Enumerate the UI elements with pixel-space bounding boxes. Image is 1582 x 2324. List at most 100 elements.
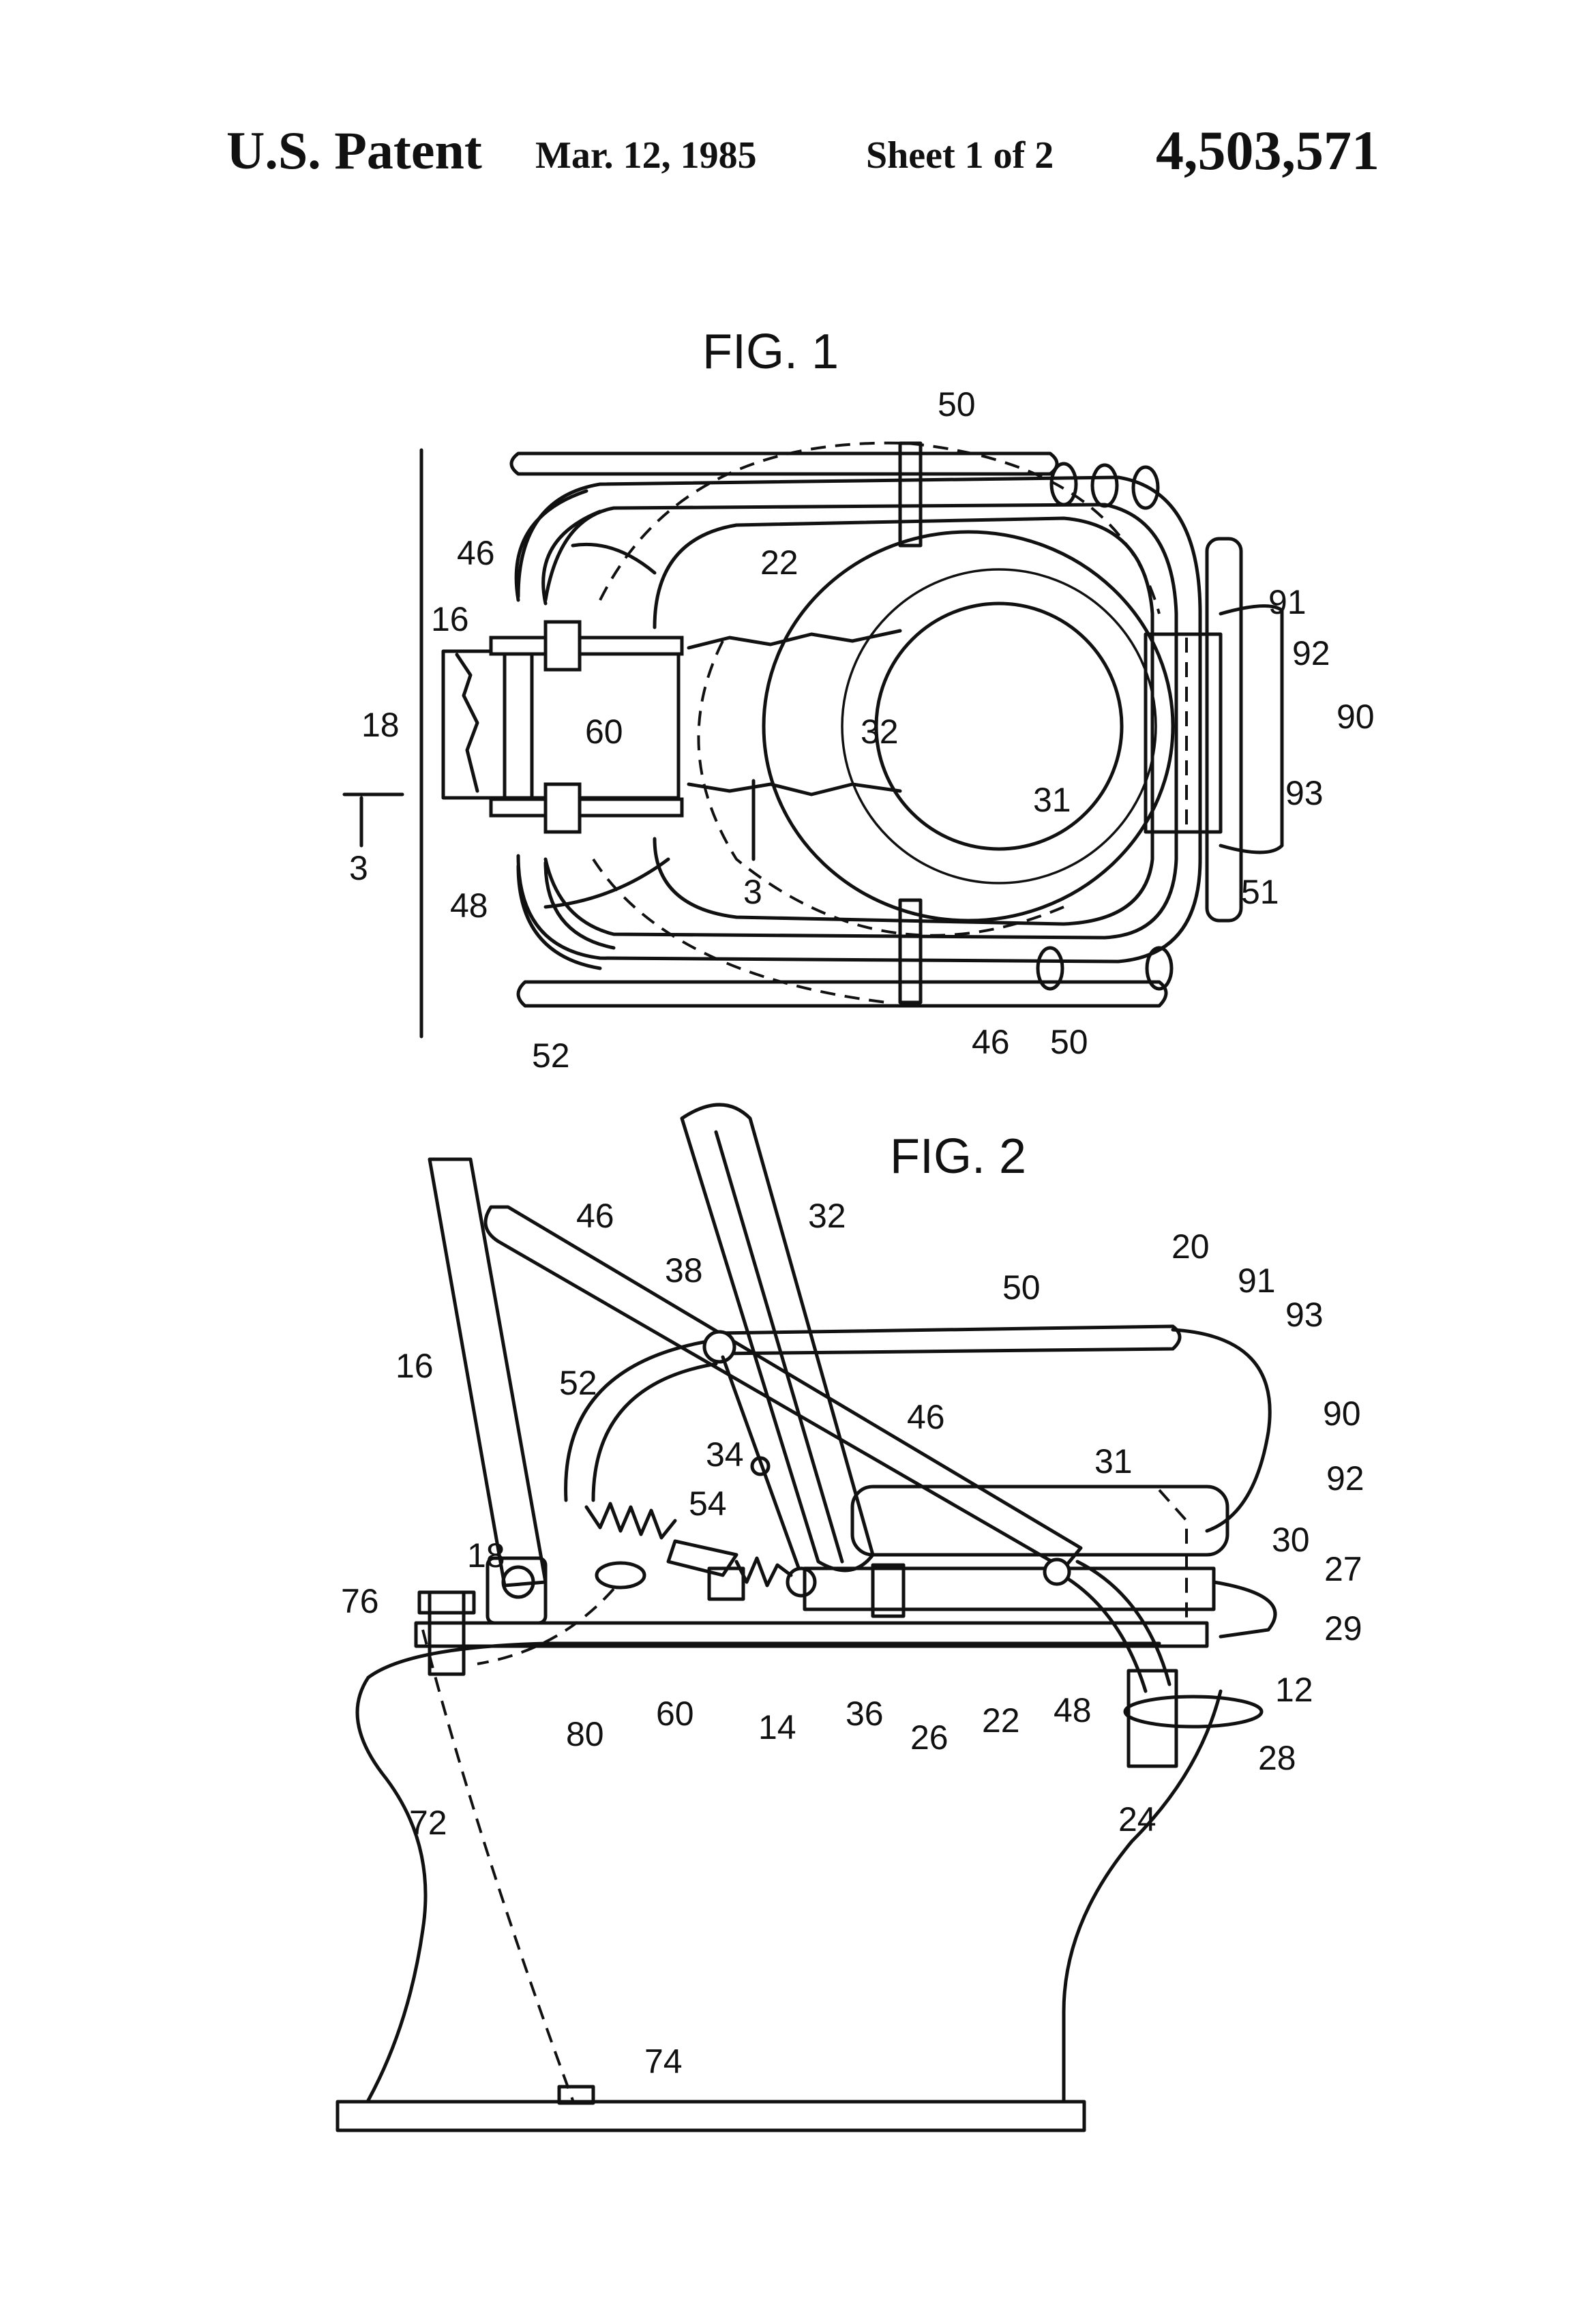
ref-48: 48 [1054,1691,1092,1729]
outer-frame [516,475,1202,964]
ref-16: 16 [431,600,469,638]
strap-90-loop [1219,604,1284,854]
strap-top [898,441,923,548]
ref-27: 27 [1324,1550,1362,1588]
ref-46: 46 [576,1197,614,1235]
ref-76: 76 [341,1582,379,1620]
chain-80 [477,1588,615,1665]
floor-plate [335,2100,1086,2132]
bowl-right-profile [1062,1689,1223,2102]
ref-46-bottom: 46 [972,1023,1010,1061]
pivot-18 [501,1565,535,1599]
hidden-line-bottom [697,640,1064,937]
break-line-bottom [687,782,902,796]
ref-3-left: 3 [349,849,368,887]
hinge-block-bottom [543,782,582,834]
fig2-label: FIG. 2 [890,1129,1026,1184]
roller-4 [1036,946,1064,991]
ref-93: 93 [1285,774,1324,812]
pivot-48 [1043,1558,1071,1586]
ref-54: 54 [689,1485,727,1523]
base-plate [414,1621,1209,1648]
ref-29: 29 [1324,1609,1362,1648]
ref-34: 34 [706,1435,744,1474]
ref-80: 80 [566,1715,604,1753]
strap-bottom [898,898,923,1004]
bowl-top [366,1641,1161,1680]
ref-48: 48 [450,887,488,925]
arm-46-top-inner [541,509,602,606]
hinge-rod-top [489,636,684,656]
ref-91: 91 [1238,1262,1276,1300]
arc-52-outer [564,1338,718,1502]
seat-outer [762,530,1175,923]
ref-30: 30 [1272,1521,1310,1559]
ref-14: 14 [758,1708,796,1746]
spring-left [584,1502,677,1540]
ref-91: 91 [1268,583,1307,621]
ref-92: 92 [1326,1459,1364,1498]
patent-title: U.S. Patent [226,121,482,180]
ref-90: 90 [1323,1395,1361,1433]
ref-3-center: 3 [743,873,762,911]
seat-30 [850,1485,1229,1557]
ref-60: 60 [656,1695,694,1733]
ref-22: 22 [982,1701,1020,1740]
ref-93: 93 [1285,1296,1324,1334]
ref-32: 32 [861,713,899,751]
ref-50: 50 [1002,1268,1041,1307]
ring-28 [1123,1695,1264,1729]
ref-60: 60 [585,713,623,751]
arm-46-diagonal [483,1205,1083,1570]
block-26 [871,1563,906,1618]
anchor-74 [557,2085,595,2105]
top-rail-50 [509,451,1059,476]
ref-28: 28 [1258,1739,1296,1777]
ref-74: 74 [644,2042,683,2081]
ref-12: 12 [1275,1671,1313,1709]
latch-54 [666,1539,738,1577]
pivot-38 [702,1330,736,1364]
ref-92: 92 [1292,634,1330,672]
inner-frame [653,516,1154,926]
seat-hidden [1158,1489,1188,1623]
ref-51: 51 [1241,873,1279,911]
ref-32: 32 [808,1197,846,1235]
ref-72: 72 [409,1804,447,1842]
roller-1 [1049,462,1078,507]
ref-16: 16 [395,1347,434,1385]
break-line-top [687,629,902,650]
leg-48-inner [1075,1560,1171,1686]
bolt-head [417,1590,476,1615]
patent-number: 4,503,571 [1156,119,1379,181]
pivot-36 [786,1566,817,1598]
arc-52-inner [591,1362,718,1502]
bracket-break-left [455,653,479,793]
leg-48 [1048,1566,1148,1693]
arm-46-top [514,489,588,602]
ref-46-lower: 46 [907,1398,945,1436]
arm-50 [714,1324,1182,1356]
ref-50: 50 [938,385,976,423]
slide-bar-22 [803,1566,1216,1611]
ref-20: 20 [1171,1227,1210,1266]
upright-16 [428,1157,548,1588]
bracket-16 [441,649,681,800]
ref-46: 46 [457,534,495,572]
clamp-block [707,1566,745,1601]
strap-90-loop [1171,1328,1272,1533]
pivot-34 [750,1456,771,1476]
ref-31: 31 [1094,1442,1133,1480]
ref-31: 31 [1033,781,1071,819]
ref-90: 90 [1337,698,1375,736]
foot-24 [1126,1669,1178,1768]
strut-36 [721,1355,803,1577]
figure-2: FIG. 2 [335,1103,1364,2132]
patent-date: Mar. 12, 1985 [535,134,757,177]
ref-26: 26 [910,1718,949,1757]
fastener-60 [595,1561,646,1590]
ref-52: 52 [559,1364,597,1402]
ref-36: 36 [846,1695,884,1733]
ref-18: 18 [361,706,400,744]
